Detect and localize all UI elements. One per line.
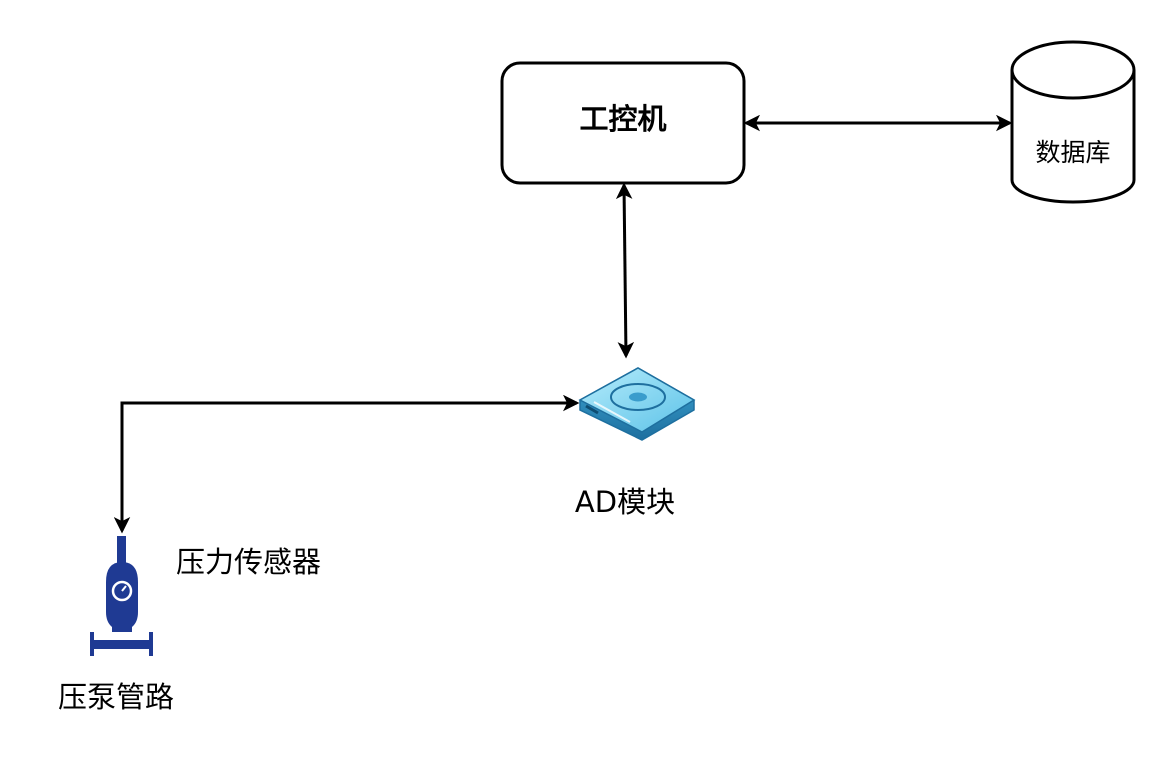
database-label: 数据库 [1035, 138, 1111, 167]
pressure-sensor-label: 压力传感器 [176, 545, 322, 579]
industrial-pc-label: 工控机 [579, 102, 667, 136]
pressure-sensor-icon [106, 536, 138, 627]
hard-disk-icon [578, 367, 696, 441]
edge-pc-ad [615, 182, 635, 359]
edge-ad-sensor [113, 394, 580, 534]
database-cylinder [1010, 40, 1136, 204]
pump-pipeline-label: 压泵管路 [58, 680, 175, 714]
pipeline-flange-icon [90, 626, 153, 656]
ad-module-label: AD模块 [574, 485, 676, 519]
